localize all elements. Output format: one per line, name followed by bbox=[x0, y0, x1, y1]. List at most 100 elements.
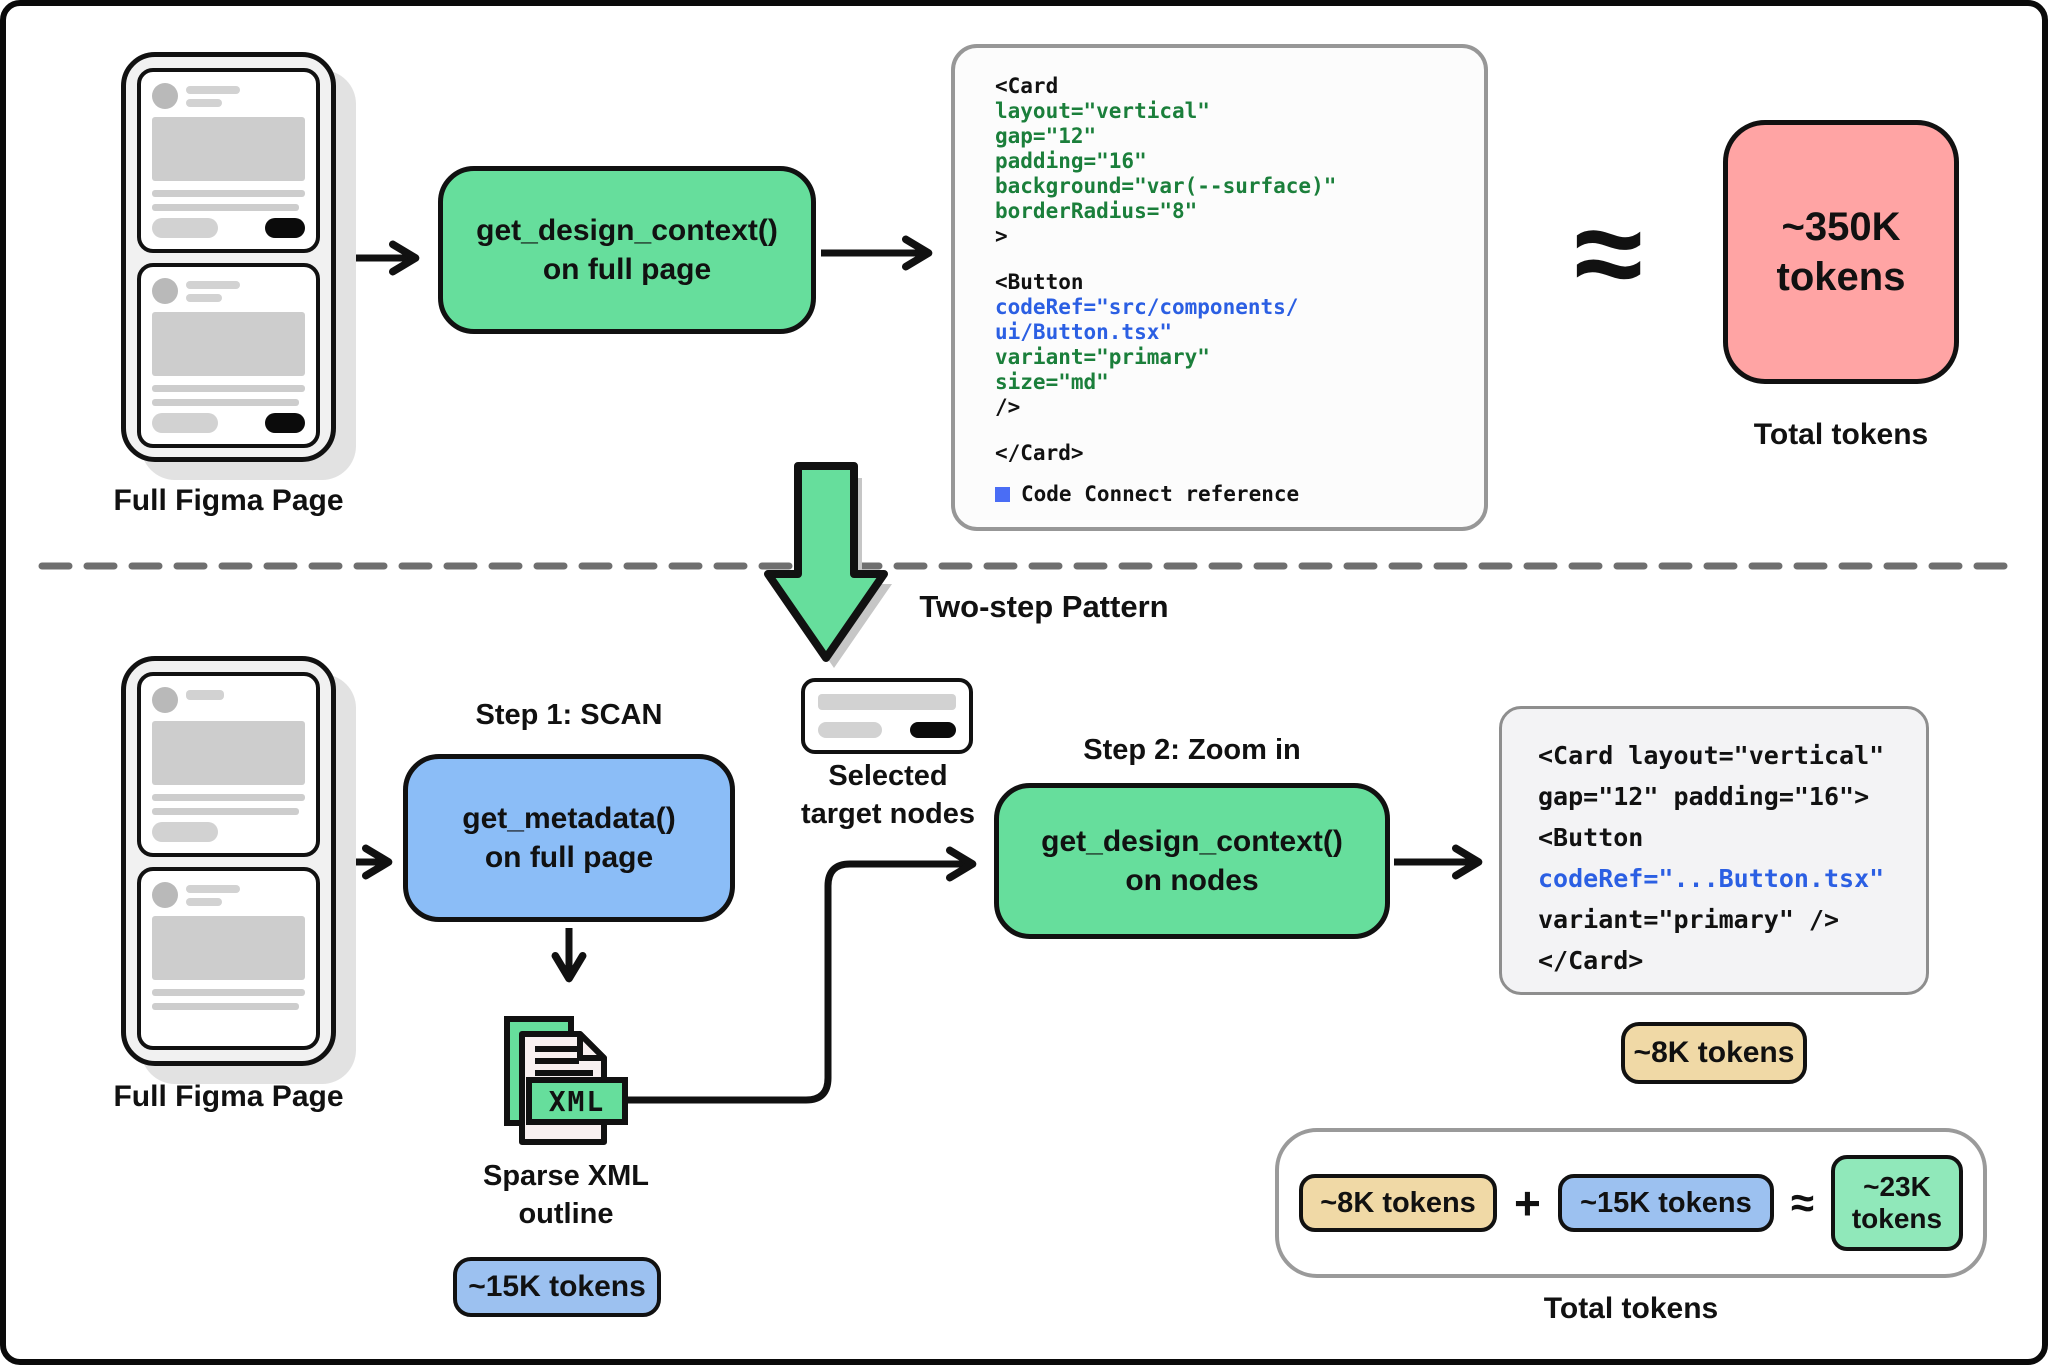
arrow-xml-to-zoom bbox=[626, 846, 977, 1104]
down-arrow-icon bbox=[764, 462, 888, 662]
text-line bbox=[152, 794, 305, 801]
selected-target-nodes-card bbox=[801, 678, 973, 754]
connector-layer bbox=[38, 235, 2022, 1104]
image-placeholder bbox=[152, 312, 305, 376]
text-line bbox=[152, 385, 305, 392]
text-bar bbox=[186, 281, 240, 289]
tool-scope: on nodes bbox=[1125, 864, 1259, 897]
label-line: outline bbox=[518, 1197, 614, 1230]
mock-card bbox=[137, 68, 320, 253]
text-line bbox=[152, 989, 305, 996]
text-bar bbox=[535, 1070, 593, 1076]
get-design-context-full-page-box: get_design_context() on full page bbox=[438, 166, 816, 334]
token-value: ~23K bbox=[1863, 1170, 1931, 1202]
xml-folded-corner bbox=[577, 1031, 607, 1061]
text-bar bbox=[186, 99, 222, 107]
black-pill bbox=[910, 722, 956, 738]
step2-heading: Step 2: Zoom in bbox=[1083, 734, 1301, 766]
label-line: Selected bbox=[828, 760, 948, 792]
code-line: ui/Button.tsx" bbox=[995, 320, 1173, 344]
text-line bbox=[152, 808, 299, 815]
token-summary-box: ~8K tokens + ~15K tokens ≈ ~23K tokens bbox=[1275, 1128, 1987, 1278]
total-tokens-label-top: Total tokens bbox=[1753, 418, 1929, 451]
code-line: </Card> bbox=[995, 441, 1084, 465]
summary-8k-badge: ~8K tokens bbox=[1299, 1174, 1498, 1232]
figma-page-label-top: Full Figma Page bbox=[113, 484, 344, 517]
total-tokens-label-bottom: Total tokens bbox=[1543, 1292, 1719, 1325]
avatar bbox=[152, 83, 178, 109]
text-line bbox=[152, 1003, 299, 1010]
plus-symbol: + bbox=[1514, 1177, 1541, 1229]
mock-card bbox=[137, 263, 320, 448]
gray-pill bbox=[818, 722, 882, 738]
code-blank-line bbox=[995, 249, 1464, 270]
tool-name: get_metadata() bbox=[462, 802, 676, 835]
code-line: gap="12" bbox=[995, 124, 1097, 148]
step1-heading: Step 1: SCAN bbox=[475, 699, 663, 731]
figma-page-thumbnail-bottom bbox=[121, 656, 336, 1066]
text-bar bbox=[186, 690, 224, 700]
legend-text: Code Connect reference bbox=[1021, 482, 1300, 506]
text-line bbox=[152, 399, 299, 406]
figma-page-label-bottom: Full Figma Page bbox=[113, 1080, 344, 1113]
code-line: gap="12" padding="16"> bbox=[1538, 782, 1870, 811]
token-unit: tokens bbox=[1776, 255, 1906, 299]
tool-scope: on full page bbox=[484, 841, 654, 874]
code-connect-swatch-icon bbox=[995, 487, 1010, 502]
code-line: layout="vertical" bbox=[995, 99, 1210, 123]
code-line: <Button bbox=[1538, 823, 1644, 852]
code-output-panel-bottom: <Card layout="vertical" gap="12" padding… bbox=[1499, 706, 1929, 995]
black-pill bbox=[265, 218, 305, 238]
avatar bbox=[152, 882, 178, 908]
get-design-context-nodes-box: get_design_context() on nodes bbox=[994, 783, 1390, 939]
code-line: > bbox=[995, 224, 1008, 248]
label-line: target nodes bbox=[800, 797, 976, 830]
label-line: Sparse XML bbox=[483, 1160, 649, 1192]
text-bar bbox=[535, 1058, 579, 1064]
gray-pill bbox=[152, 218, 218, 238]
avatar bbox=[152, 687, 178, 713]
token-value: ~350K bbox=[1781, 205, 1901, 249]
image-placeholder bbox=[152, 721, 305, 785]
xml-badge bbox=[526, 1077, 628, 1125]
text-line bbox=[152, 190, 305, 197]
approx-symbol-small: ≈ bbox=[1790, 1179, 1814, 1226]
code-line: <Button bbox=[995, 270, 1084, 294]
summary-15k-badge: ~15K tokens bbox=[1557, 1174, 1774, 1232]
text-bar bbox=[535, 1046, 579, 1052]
text-bar bbox=[186, 294, 222, 302]
code-line: /> bbox=[995, 395, 1021, 419]
text-bar bbox=[186, 898, 222, 906]
code-line: <Card bbox=[995, 74, 1059, 98]
selected-target-nodes-label: Selected target nodes bbox=[774, 758, 1002, 833]
code-connect-legend: Code Connect reference bbox=[995, 482, 1464, 507]
two-step-pattern-label: Two-step Pattern bbox=[919, 589, 1169, 624]
code-line: <Card layout="vertical" bbox=[1538, 741, 1885, 770]
code-output-panel-top: <Card layout="vertical" gap="12" padding… bbox=[951, 44, 1488, 531]
text-bar bbox=[186, 885, 240, 893]
total-tokens-box-350k: ~350K tokens bbox=[1723, 120, 1959, 384]
image-placeholder bbox=[152, 117, 305, 181]
get-metadata-box: get_metadata() on full page bbox=[403, 754, 735, 922]
image-placeholder bbox=[152, 916, 305, 980]
code-line: padding="16" bbox=[995, 149, 1147, 173]
xml-badge-text: XML bbox=[549, 1085, 606, 1118]
text-bar bbox=[818, 694, 956, 710]
code-line: variant="primary" /> bbox=[1538, 905, 1840, 934]
mock-card bbox=[137, 672, 320, 857]
token-unit: tokens bbox=[1851, 1203, 1943, 1234]
xml-file-icon: XML bbox=[504, 1016, 628, 1145]
figma-page-thumbnail-top bbox=[121, 52, 336, 462]
tool-name: get_design_context() bbox=[1041, 825, 1343, 858]
summary-23k-badge: ~23K tokens bbox=[1830, 1155, 1963, 1251]
black-pill bbox=[265, 413, 305, 433]
code-line: codeRef="src/components/ bbox=[995, 295, 1299, 319]
code-line: size="md" bbox=[995, 370, 1109, 394]
tool-scope: on full page bbox=[542, 253, 712, 286]
tool-name: get_design_context() bbox=[476, 214, 778, 247]
code-blank-line bbox=[995, 420, 1464, 441]
code-line: </Card> bbox=[1538, 946, 1644, 975]
avatar bbox=[152, 278, 178, 304]
gray-pill bbox=[152, 822, 218, 842]
